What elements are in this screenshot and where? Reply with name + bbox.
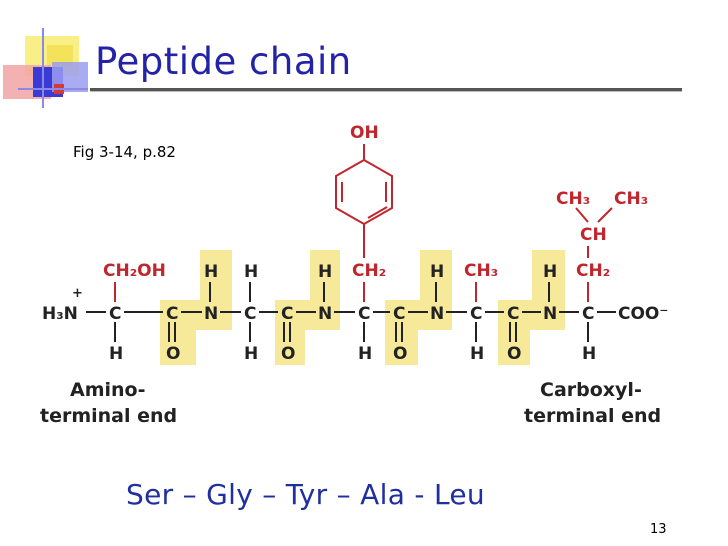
- carboxyl-end-label-line1: Carboxyl-: [540, 379, 642, 401]
- atom-hn-2: H: [318, 262, 332, 282]
- atom-h2-bottom: H: [244, 344, 258, 364]
- peptide-bond-highlight-4: [498, 250, 565, 365]
- atom-o-4: O: [507, 344, 521, 364]
- atom-o-2: O: [281, 344, 295, 364]
- page-number: 13: [650, 522, 667, 537]
- atom-n-4: N: [543, 304, 557, 324]
- decor-square-yellow-small: [47, 45, 73, 67]
- title-divider: [90, 88, 682, 92]
- side-chain-leu-ch3-left: CH₃: [556, 189, 590, 209]
- side-chain-leu-ch2: CH₂: [576, 261, 610, 281]
- side-chain-leu-ch3-right: CH₃: [614, 189, 648, 209]
- atom-n-1: N: [204, 304, 218, 324]
- atom-hn-3: H: [430, 262, 444, 282]
- peptide-bond-highlight-1: [160, 250, 232, 365]
- atom-c-carbonyl-3: C: [393, 304, 405, 324]
- backbone-bonds: [86, 282, 616, 342]
- c-terminus-group: COO⁻: [618, 304, 668, 324]
- n-terminus-charge: +: [72, 286, 83, 301]
- amino-end-label-line2: terminal end: [40, 405, 177, 427]
- atom-c-alpha-1: C: [109, 304, 121, 324]
- atom-h-1: H: [109, 344, 123, 364]
- atom-h-5: H: [582, 344, 596, 364]
- corner-decoration: [0, 0, 95, 110]
- figure-reference: Fig 3-14, p.82: [73, 143, 176, 161]
- side-chain-ser: CH₂OH: [103, 261, 166, 281]
- atom-n-3: N: [430, 304, 444, 324]
- peptide-bond-highlight-2: [275, 250, 340, 365]
- decor-line-vertical: [42, 28, 44, 108]
- side-chain-bonds: [114, 144, 613, 302]
- atom-c-alpha-5: C: [582, 304, 594, 324]
- decor-line-horizontal: [18, 88, 88, 90]
- atom-hn-1: H: [204, 262, 218, 282]
- atom-c-alpha-4: C: [470, 304, 482, 324]
- atom-c-carbonyl-1: C: [166, 304, 178, 324]
- atom-c-carbonyl-2: C: [281, 304, 293, 324]
- atom-h-4: H: [470, 344, 484, 364]
- slide-title: Peptide chain: [95, 40, 352, 83]
- atom-o-3: O: [393, 344, 407, 364]
- carboxyl-end-label-line2: terminal end: [524, 405, 661, 427]
- atom-h2-top: H: [244, 262, 258, 282]
- atom-n-2: N: [318, 304, 332, 324]
- atom-c-carbonyl-4: C: [507, 304, 519, 324]
- atom-h-3: H: [358, 344, 372, 364]
- atom-o-1: O: [166, 344, 180, 364]
- amino-end-label-line1: Amino-: [70, 379, 145, 401]
- atom-c-alpha-3: C: [358, 304, 370, 324]
- peptide-structure-diagram: + H₃N C H C O N H C H H C O N H C H C O …: [40, 123, 668, 427]
- side-chain-ala: CH₃: [464, 261, 498, 281]
- atom-c-alpha-2: C: [244, 304, 256, 324]
- atom-hn-4: H: [543, 262, 557, 282]
- n-terminus-group: H₃N: [42, 304, 78, 324]
- amino-acid-sequence: Ser – Gly – Tyr – Ala - Leu: [126, 478, 485, 511]
- side-chain-tyr-ch2: CH₂: [352, 261, 386, 281]
- side-chain-leu-ch: CH: [580, 225, 607, 245]
- peptide-bond-highlights: [160, 250, 565, 365]
- side-chain-tyr-hydroxyl: OH: [350, 123, 379, 143]
